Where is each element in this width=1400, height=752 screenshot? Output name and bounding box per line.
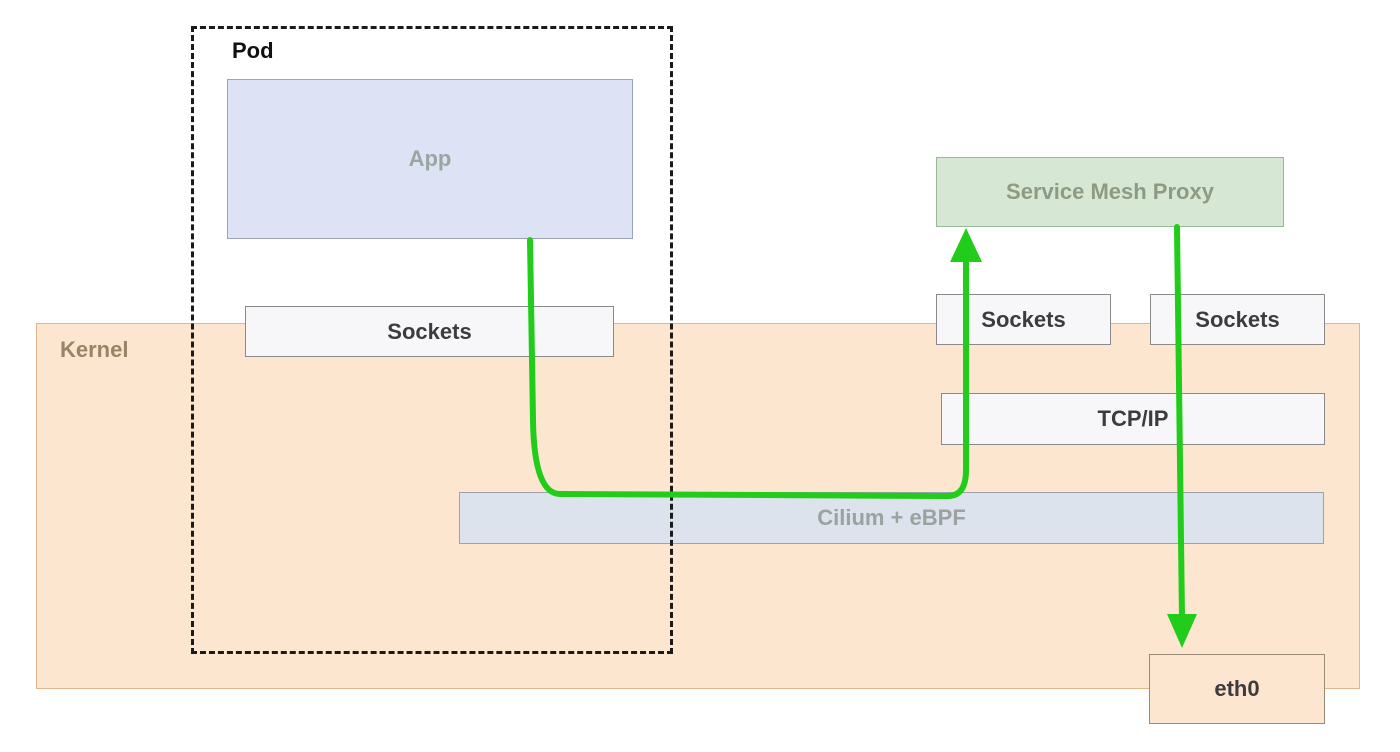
service-mesh-proxy-label: Service Mesh Proxy (1006, 179, 1214, 204)
app-label: App (408, 146, 452, 171)
app-box: App (227, 79, 633, 239)
kernel-label: Kernel (60, 337, 129, 362)
proxy-sockets-left-label: Sockets (981, 306, 1066, 332)
service-mesh-proxy-box: Service Mesh Proxy (936, 157, 1284, 227)
eth0-label: eth0 (1214, 676, 1260, 701)
eth0-box: eth0 (1149, 654, 1325, 724)
proxy-sockets-right-box: Sockets (1150, 294, 1325, 345)
proxy-sockets-left-box: Sockets (936, 294, 1111, 345)
cilium-ebpf-label: Cilium + eBPF (817, 505, 966, 530)
proxy-sockets-right-label: Sockets (1195, 306, 1280, 332)
tcpip-label: TCP/IP (1097, 406, 1169, 431)
pod-label: Pod (232, 38, 274, 63)
pod-boundary (191, 26, 673, 654)
pod-sockets-label: Sockets (387, 318, 472, 344)
app-to-proxy-arrowhead-icon (950, 228, 982, 262)
tcpip-box: TCP/IP (941, 393, 1325, 445)
